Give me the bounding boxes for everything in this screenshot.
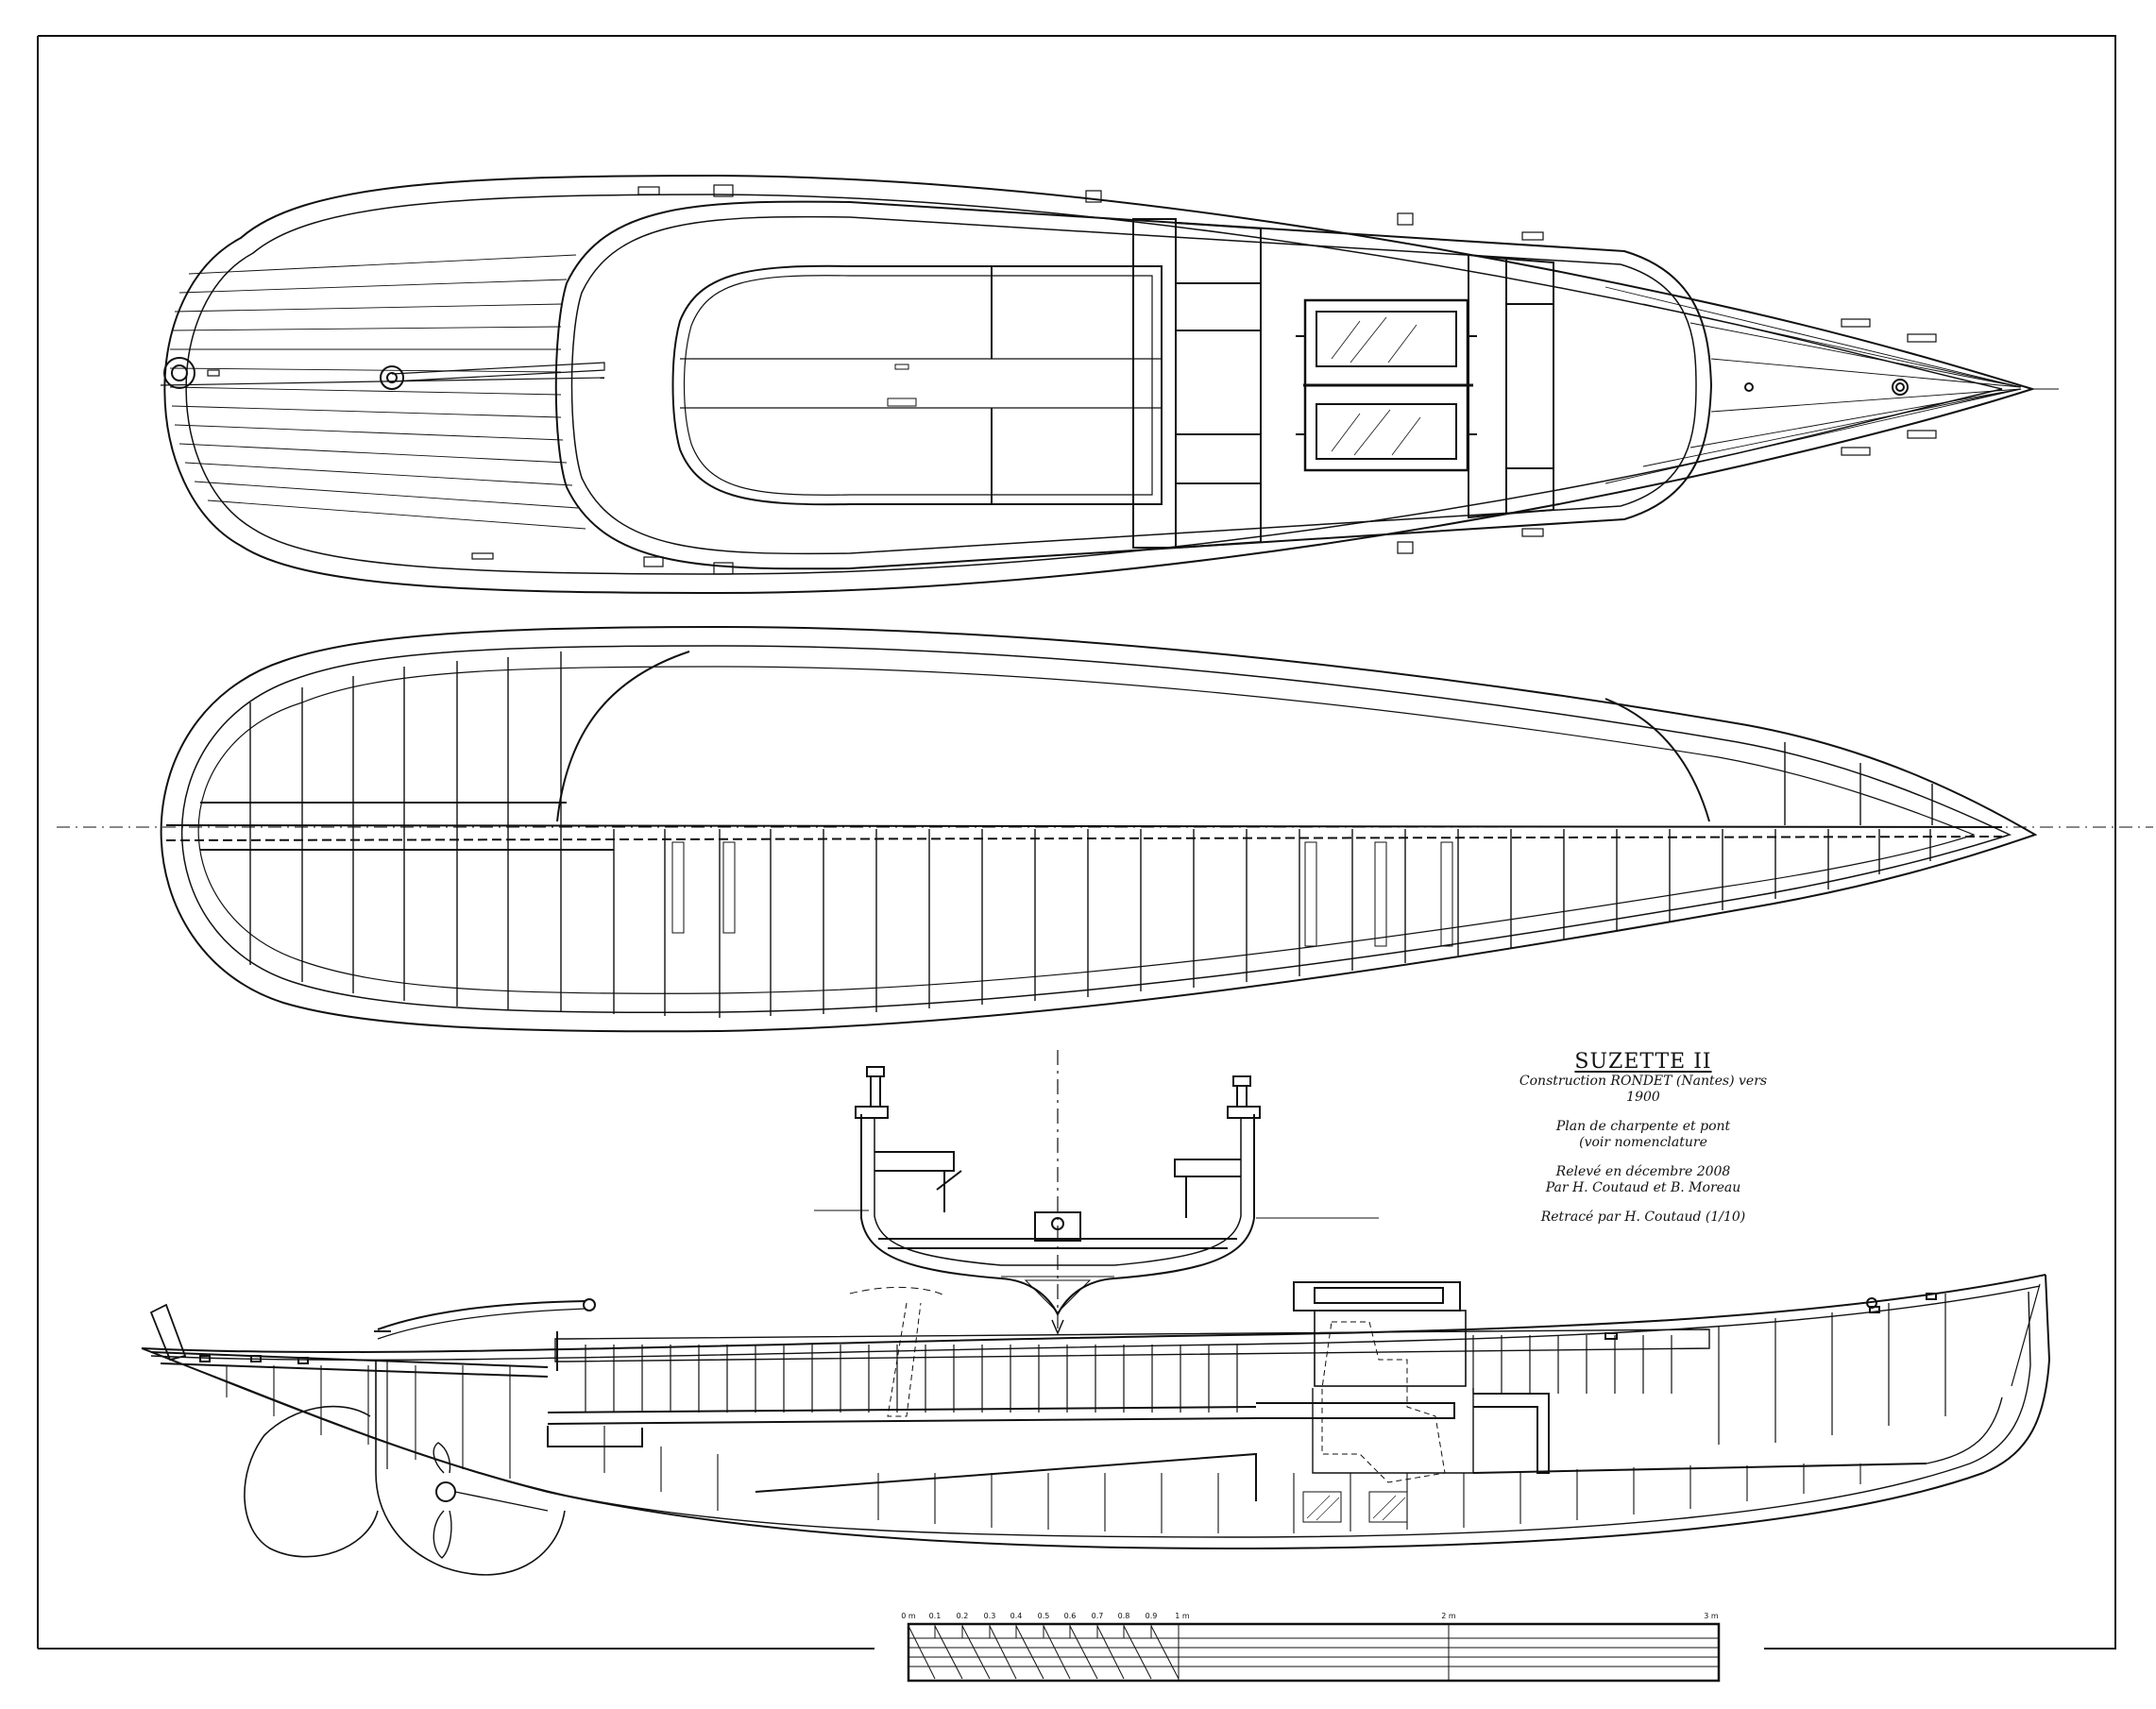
scale-label: 0.4 xyxy=(1010,1612,1023,1620)
scale-label: 0.1 xyxy=(929,1612,942,1620)
framing-plan xyxy=(57,625,2153,1033)
profile-view xyxy=(141,1274,2051,1576)
scale-label: 0.6 xyxy=(1064,1612,1077,1620)
deck-plan xyxy=(160,174,2059,595)
scale-label: 0.2 xyxy=(957,1612,969,1620)
scale-label: 2 m xyxy=(1441,1612,1456,1620)
construction-note: Construction RONDET (Nantes) vers 1900 xyxy=(1519,1074,1768,1105)
redraw-credit: Retracé par H. Coutaud (1/10) xyxy=(1540,1210,1746,1225)
scale-bar-labels: 0 m 0.1 0.2 0.3 0.4 0.5 0.6 0.7 0.8 0.9 … xyxy=(901,1612,1719,1620)
scale-label: 0.7 xyxy=(1092,1612,1104,1620)
plan-description: Plan de charpente et pont xyxy=(1555,1119,1731,1134)
scale-label: 0 m xyxy=(901,1612,916,1620)
title-block: SUZETTE II Construction RONDET (Nantes) … xyxy=(1502,1050,1785,1226)
boat-name: SUZETTE II xyxy=(1574,1050,1712,1074)
scale-label: 1 m xyxy=(1175,1612,1190,1620)
scale-label: 0.3 xyxy=(984,1612,996,1620)
scale-label: 3 m xyxy=(1704,1612,1719,1620)
survey-authors: Par H. Coutaud et B. Moreau xyxy=(1545,1180,1741,1195)
scale-label: 0.8 xyxy=(1118,1612,1130,1620)
survey-date: Relevé en décembre 2008 xyxy=(1555,1164,1731,1179)
sheet-border xyxy=(38,35,2116,1650)
scale-label: 0.5 xyxy=(1038,1612,1050,1620)
midship-section xyxy=(814,1050,1379,1335)
plan-reference: (voir nomenclature xyxy=(1579,1135,1707,1150)
scale-bar xyxy=(907,1622,1721,1683)
rudder-blade xyxy=(244,1405,379,1558)
scale-label: 0.9 xyxy=(1146,1612,1158,1620)
